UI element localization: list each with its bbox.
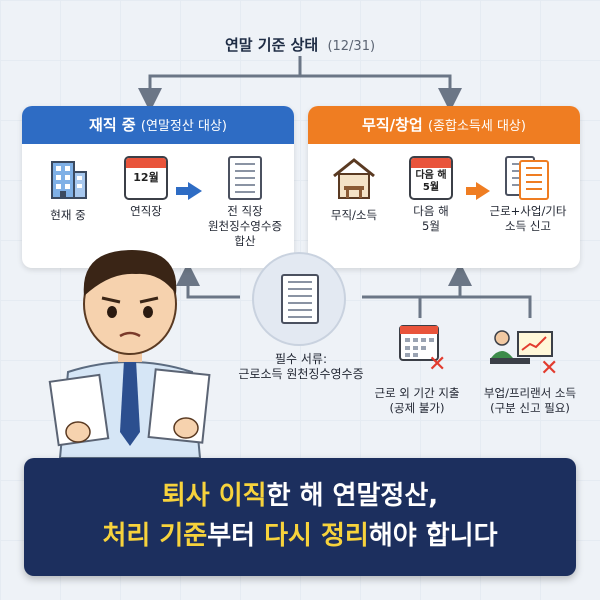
document-icon [228,156,262,200]
document-icon [281,274,319,324]
calendar-text: 다음 해 5월 [415,170,447,193]
unemployed-item: 무직/소득 [318,156,390,223]
may-label: 다음 해 5월 [413,204,449,233]
documents-stack-icon [503,156,553,200]
required-document-circle [252,252,346,346]
calendar-text: 12월 [133,171,159,184]
headline-text-2: 부터 [207,521,265,551]
title-main: 연말 기준 상태 [224,36,319,54]
unemployed-card-title: 무직/창업 [362,116,423,134]
current-job-label: 현재 중 [50,208,86,222]
required-document-label: 필수 서류: 근로소득 원천징수영수증 [238,352,364,381]
may-item: 다음 해 5월 다음 해 5월 [400,156,462,234]
december-label: 연직장 [130,204,162,218]
employed-card-header: 재직 중 (연말정산 대상) [22,106,294,144]
unemployed-card-header: 무직/창업 (종합소득세 대상) [308,106,580,144]
x-mark-icon: ✕ [428,352,447,377]
building-icon [51,161,87,199]
income-report-label: 근로+사업/기타 소득 신고 [489,204,567,233]
headline-highlight-3: 다시 정리 [264,521,369,551]
employed-card-title: 재직 중 [89,116,136,134]
arrow-shaft-orange [466,187,476,195]
worried-man-illustration [40,232,220,462]
headline-text-3: 해야 합니다 [368,521,498,551]
headline-banner: 퇴사 이직한 해 연말정산, 처리 기준부터 다시 정리해야 합니다 [24,458,576,576]
headline-highlight-2: 처리 기준 [102,521,208,551]
income-report-item: 근로+사업/기타 소득 신고 [480,156,576,234]
unemployed-card-subtitle: (종합소득세 대상) [427,119,526,134]
december-item: 12월 연직장 [118,156,174,219]
title-date: (12/31) [327,39,376,54]
prev-job-label: 전 직장 원천징수영수증 합산 [207,204,283,248]
arrow-right-icon [188,182,202,200]
calendar-icon: 다음 해 5월 [409,156,453,200]
laptop-chart-icon [488,328,556,376]
house-icon [333,158,375,199]
calendar-grid-icon [398,322,442,366]
prev-job-item: 전 직장 원천징수영수증 합산 [200,156,290,249]
calendar-icon: 12월 [124,156,168,200]
headline-line-1: 퇴사 이직한 해 연말정산, [24,476,576,516]
x-mark-icon: ✕ [540,356,559,381]
arrow-shaft-blue [176,187,188,195]
headline-line-2: 처리 기준부터 다시 정리해야 합니다 [24,516,576,556]
headline-text-1: 한 해 연말정산, [266,481,439,511]
current-job-item: 현재 중 [36,156,100,223]
side-income-note-label: 부업/프리랜서 소득 (구분 신고 필요) [483,386,577,415]
unemployed-label: 무직/소득 [330,208,378,222]
expense-note-label: 근로 외 기간 지출 (공제 불가) [374,386,460,415]
arrow-right-icon [476,182,490,200]
employed-card-subtitle: (연말정산 대상) [140,119,227,134]
page-title: 연말 기준 상태 (12/31) [0,34,600,55]
employed-card: 재직 중 (연말정산 대상) 현재 중 12월 연직장 전 직장 원천징수영수증… [22,106,294,268]
unemployed-card: 무직/창업 (종합소득세 대상) 무직/소득 다음 해 5월 다음 해 5월 근… [308,106,580,268]
headline-highlight-1: 퇴사 이직 [161,481,267,511]
